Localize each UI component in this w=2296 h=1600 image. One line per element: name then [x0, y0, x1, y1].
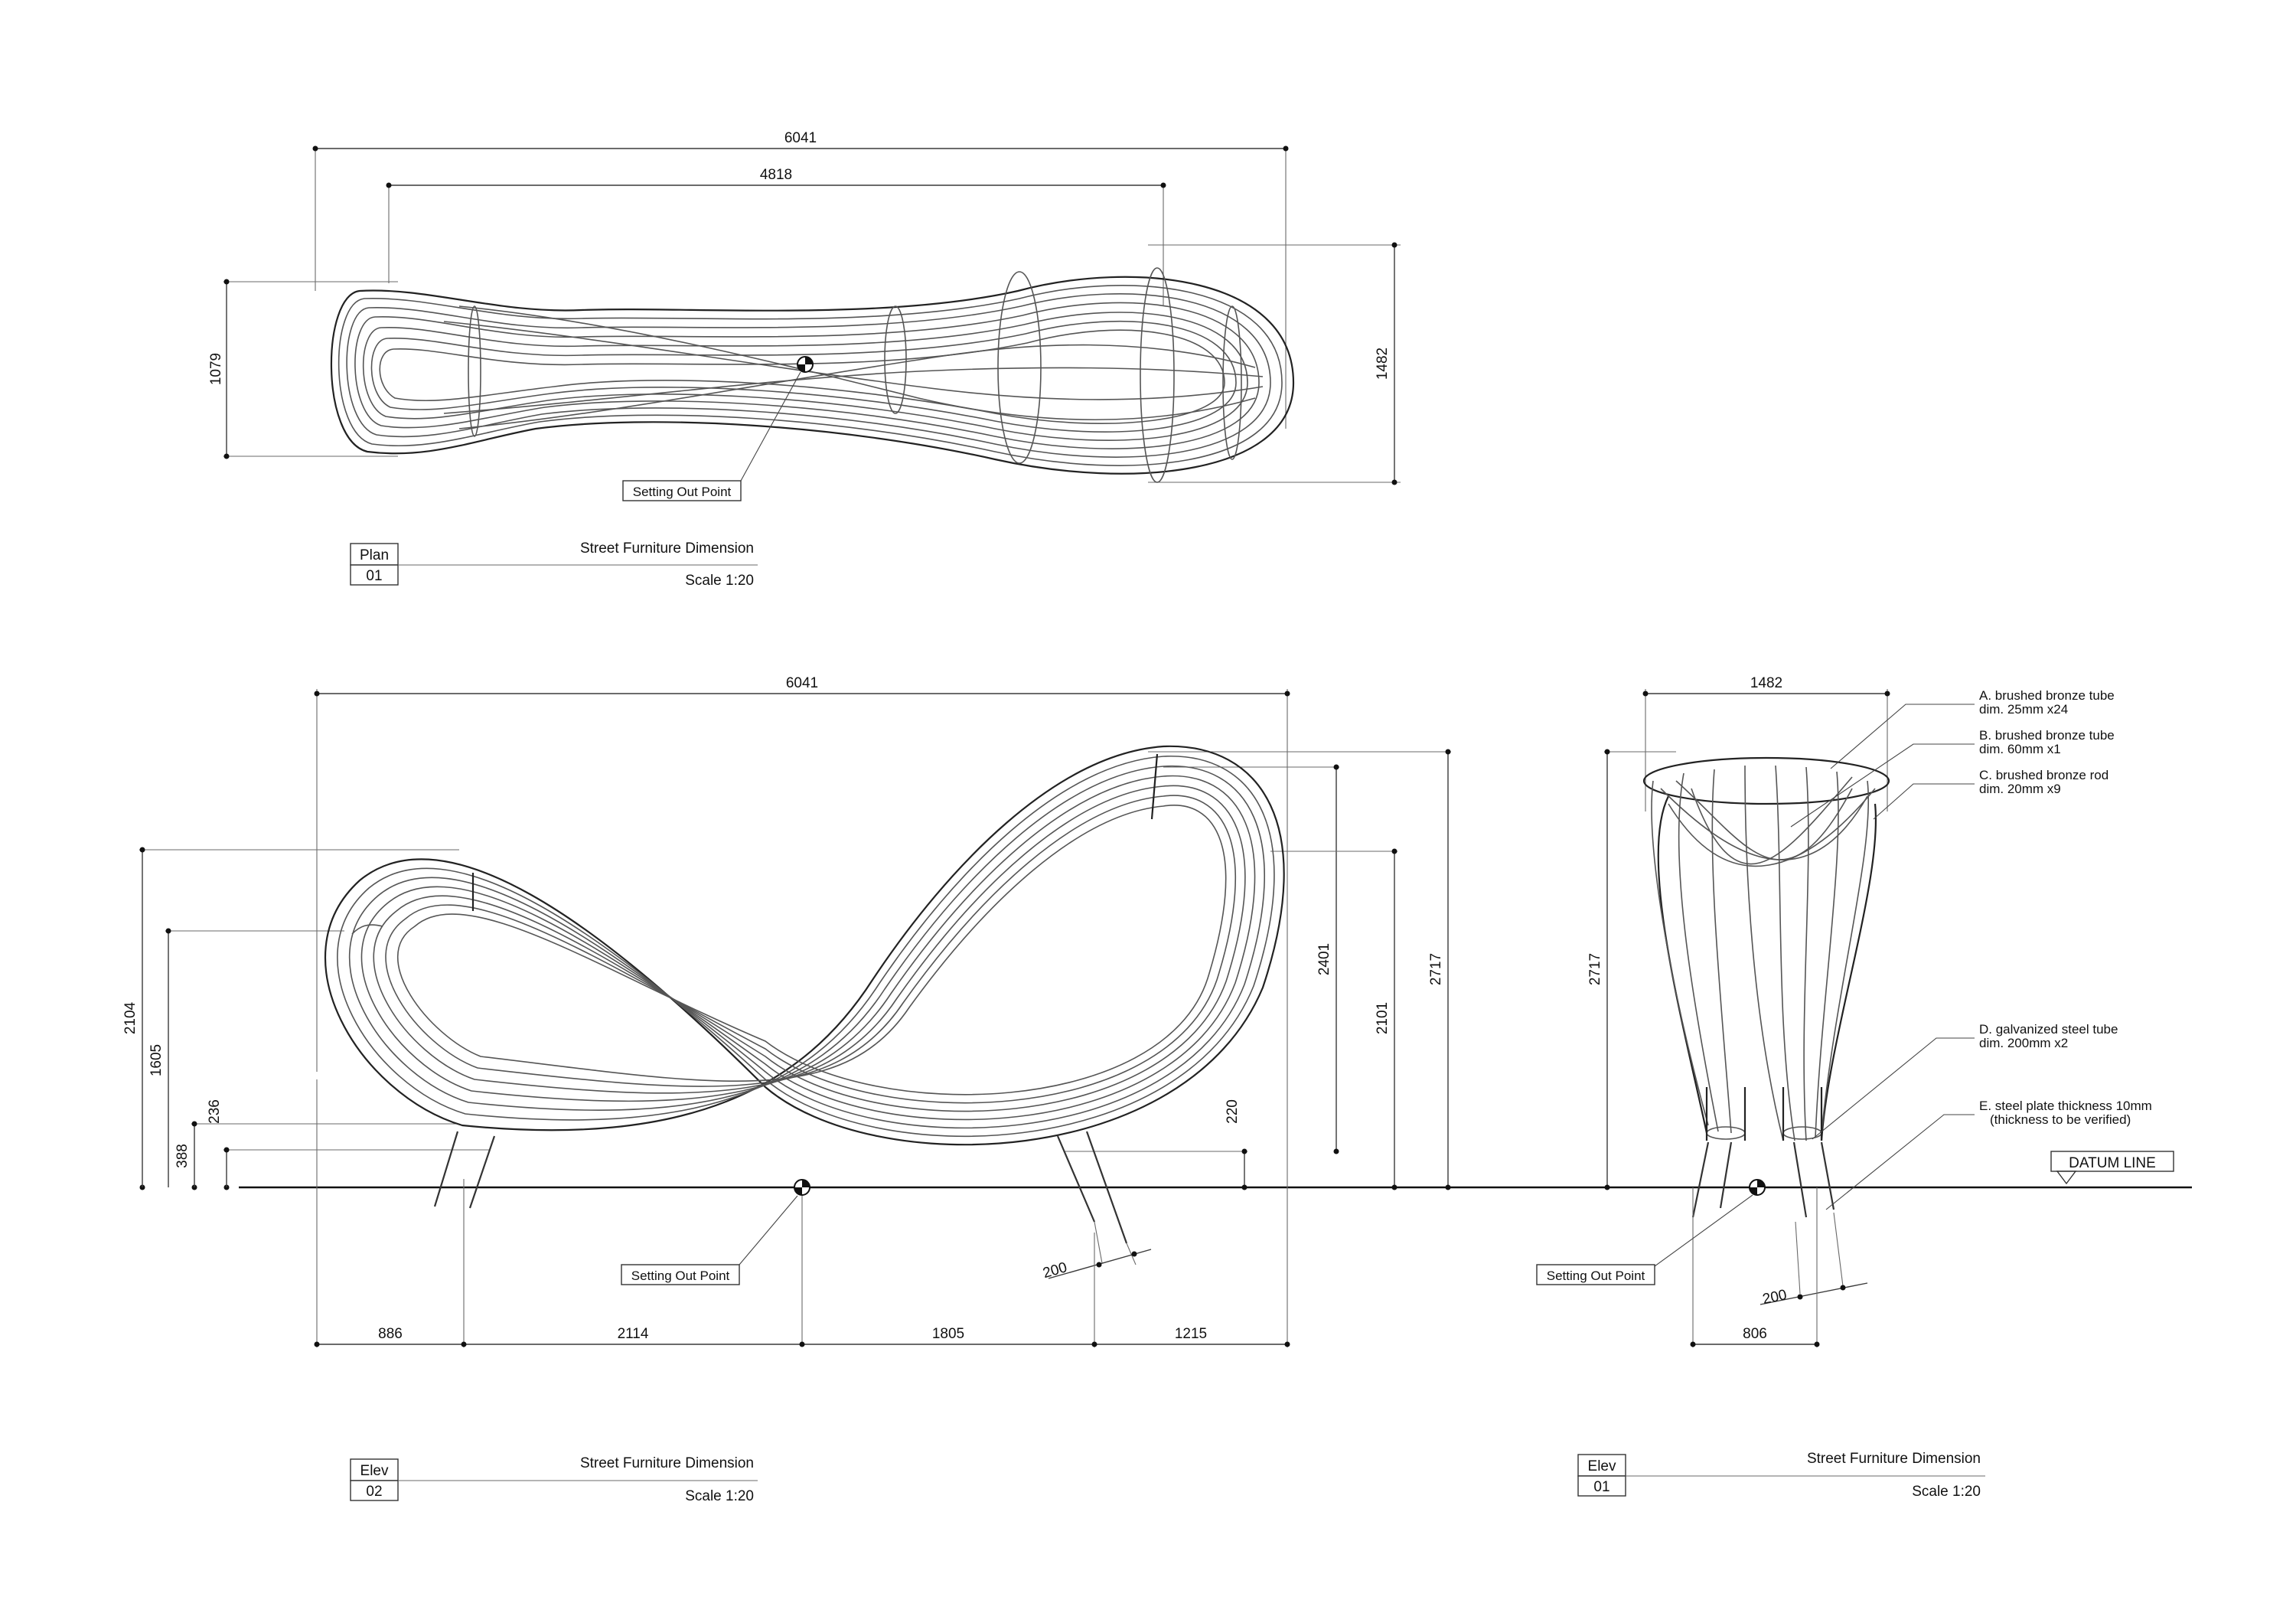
elev02-dim-1805: 1805 [932, 1326, 964, 1342]
elev02-view: 6041 2104 1605 388 236 2401 [122, 675, 2192, 1504]
elev02-dim-2101: 2101 [1375, 1002, 1391, 1034]
plan-dim-inner: 4818 [386, 167, 1166, 306]
plan-title-block: Plan 01 Street Furniture Dimension Scale… [350, 540, 758, 589]
elev02-dim-overall: 6041 [314, 675, 1290, 1187]
note-a-line1: A. brushed bronze tube [1979, 688, 2115, 703]
plan-dim-1079: 1079 [208, 353, 224, 385]
elev02-dim-leg-200: 200 [1041, 1259, 1068, 1282]
elev02-dim-388: 388 [174, 1144, 191, 1168]
elev01-note-leaders [1790, 704, 1975, 1210]
elev02-dim-1215: 1215 [1175, 1326, 1207, 1342]
elev01-dim-806: 806 [1743, 1326, 1767, 1342]
elev02-dim-220: 220 [1225, 1099, 1241, 1124]
note-c-line2: dim. 20mm x9 [1979, 782, 2061, 796]
plan-dim-overall: 6041 [312, 130, 1289, 429]
elev02-setting-out-label: Setting Out Point [631, 1269, 730, 1283]
plan-view-number: 01 [366, 568, 382, 584]
elev02-title-block: Elev 02 Street Furniture Dimension Scale… [350, 1455, 758, 1504]
elev01-view: 1482 2717 [1536, 675, 2174, 1500]
elev01-scale: Scale 1:20 [1912, 1484, 1981, 1500]
elev01-setting-out-label-box [1536, 1264, 1655, 1285]
elev02-title: Street Furniture Dimension [580, 1455, 754, 1471]
datum-text: DATUM LINE [2069, 1155, 2156, 1171]
elev02-setting-out-label-box [621, 1264, 740, 1285]
plan-dim-1482: 1482 [1375, 348, 1391, 380]
plan-setting-out-label-box [622, 480, 742, 501]
plan-dim-right-height: 1482 [1148, 242, 1401, 485]
elev01-vase-body [1642, 756, 1890, 1141]
elev02-dim-2401: 2401 [1316, 943, 1332, 975]
elev01-dim-height: 2717 [1587, 749, 1676, 1190]
elev02-legs: 200 [433, 1131, 1152, 1282]
plan-view-code: Plan [360, 547, 389, 563]
elev01-dim-base: 806 [1690, 1187, 1820, 1347]
elev02-dim-6041: 6041 [786, 675, 818, 691]
elev02-dims-right: 2401 2101 2717 220 [1064, 749, 1451, 1190]
elev01-view-number: 01 [1593, 1479, 1609, 1495]
elev02-dim-1605: 1605 [148, 1044, 165, 1076]
plan-dim-left-height: 1079 [208, 279, 398, 459]
note-d-line2: dim. 200mm x2 [1979, 1036, 2068, 1050]
elev02-view-code: Elev [360, 1463, 389, 1479]
elev01-title-block: Elev 01 Street Furniture Dimension Scale… [1577, 1451, 1985, 1500]
elev01-legs: 200 [1691, 1141, 1868, 1308]
note-e-line1: E. steel plate thickness 10mm [1979, 1099, 2152, 1113]
plan-bench-outline [330, 267, 1295, 483]
elev02-bench-body [325, 745, 1285, 1146]
plan-setting-out-marker [740, 356, 814, 482]
elev01-view-code: Elev [1588, 1458, 1616, 1474]
elev02-dim-2717: 2717 [1428, 953, 1444, 985]
elev01-setting-out-label: Setting Out Point [1547, 1269, 1645, 1283]
elev02-dims-bottom: 886 2114 1805 1215 [314, 1079, 1290, 1347]
elev02-dim-236: 236 [207, 1099, 223, 1124]
elev02-scale: Scale 1:20 [685, 1488, 754, 1504]
plan-dim-4818: 4818 [760, 167, 792, 183]
elev02-dim-886: 886 [378, 1326, 403, 1342]
elev02-setting-out-marker [739, 1179, 810, 1344]
elev01-title: Street Furniture Dimension [1807, 1451, 1981, 1467]
elev02-view-number: 02 [366, 1484, 382, 1500]
elev01-dim-2717: 2717 [1587, 953, 1603, 985]
plan-dim-6041: 6041 [784, 130, 817, 146]
note-a-line2: dim. 25mm x24 [1979, 702, 2068, 717]
note-d-line1: D. galvanized steel tube [1979, 1022, 2118, 1037]
elev02-dims-left: 2104 1605 388 236 [122, 847, 490, 1187]
elev01-dim-leg-200: 200 [1761, 1287, 1788, 1308]
plan-view: 6041 4818 1079 1482 [208, 130, 1401, 589]
elev02-dim-2114: 2114 [618, 1326, 649, 1342]
elev01-dim-top: 1482 [1642, 675, 1890, 811]
note-b-line2: dim. 60mm x1 [1979, 742, 2061, 756]
plan-title: Street Furniture Dimension [580, 540, 754, 557]
elev01-dim-1482: 1482 [1750, 675, 1782, 691]
elev02-dim-2104: 2104 [122, 1001, 139, 1034]
elev01-setting-out-marker [1654, 1179, 1766, 1267]
datum-label: DATUM LINE [2050, 1151, 2174, 1185]
elev01-notes: A. brushed bronze tube dim. 25mm x24 B. … [1979, 688, 2152, 1127]
note-b-line1: B. brushed bronze tube [1979, 728, 2115, 743]
note-c-line1: C. brushed bronze rod [1979, 768, 2108, 782]
plan-setting-out-label: Setting Out Point [633, 485, 732, 499]
plan-scale: Scale 1:20 [685, 573, 754, 589]
note-e-line2: (thickness to be verified) [1990, 1112, 2131, 1127]
